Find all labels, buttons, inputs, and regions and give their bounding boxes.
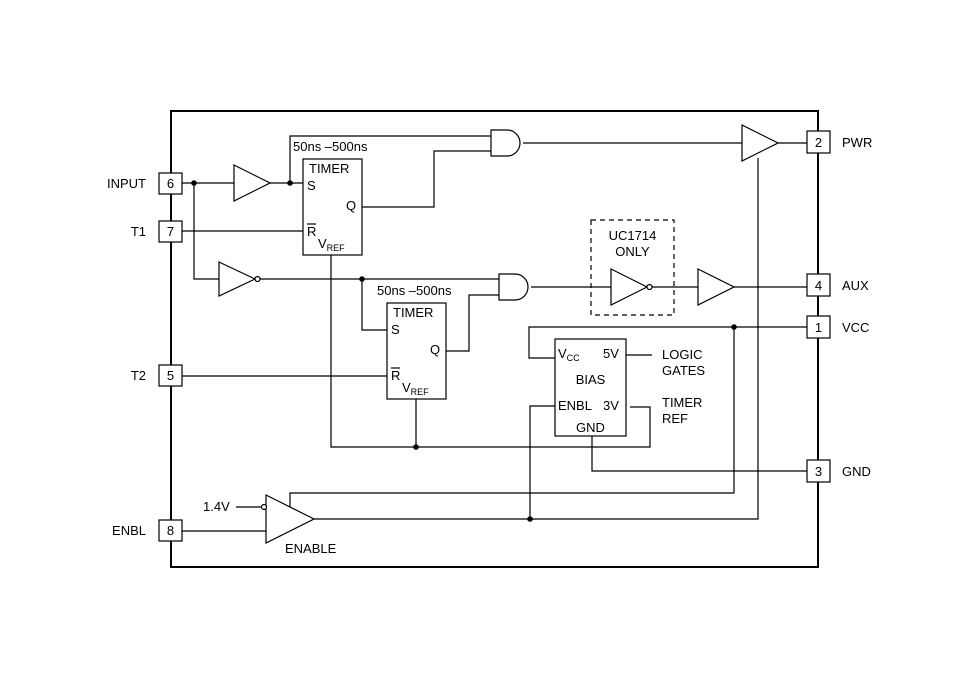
- timer-2-vref: V: [402, 380, 411, 395]
- timer-2-vref-sub: REF: [411, 387, 430, 397]
- pin-aux-number: 4: [815, 278, 822, 293]
- logic-gates-label-2: GATES: [662, 363, 705, 378]
- pin-aux-label: AUX: [842, 278, 869, 293]
- pin-gnd: 3 GND: [806, 459, 871, 483]
- pin-vcc: 1 VCC: [806, 315, 869, 339]
- junctions: [191, 180, 737, 522]
- pin-t2-number: 5: [167, 368, 174, 383]
- pin-input: 6 INPUT: [107, 172, 183, 195]
- chip-boundary: [170, 110, 819, 568]
- svg-text:VCC: VCC: [558, 346, 580, 363]
- timer-1-q: Q: [346, 198, 356, 213]
- uc1714-inverter: [610, 268, 649, 306]
- timer-2-q: Q: [430, 342, 440, 357]
- uc1714-only-label: ONLY: [615, 244, 650, 259]
- aux-buffer: [697, 268, 736, 306]
- timer-1-vref-sub: REF: [327, 243, 346, 253]
- bias-vcc: V: [558, 346, 567, 361]
- pin-enbl: 8 ENBL: [112, 519, 183, 542]
- bias-title: BIAS: [576, 372, 606, 387]
- enable-comparator: 1.4V ENABLE: [203, 494, 337, 556]
- timer-1-set: S: [307, 178, 316, 193]
- enable-vref-label: 1.4V: [203, 499, 230, 514]
- timer-1-delay: 50ns –500ns: [293, 139, 368, 154]
- timer-2-reset: R: [391, 368, 400, 383]
- bias-3v: 3V: [603, 398, 619, 413]
- pin-pwr-number: 2: [815, 135, 822, 150]
- enable-label: ENABLE: [285, 541, 337, 556]
- timer-1-reset: R: [307, 224, 316, 239]
- pin-t1: 7 T1: [131, 220, 183, 243]
- pin-pwr: 2 PWR: [806, 130, 872, 154]
- uc1714-label: UC1714: [609, 228, 657, 243]
- logic-gates-label-1: LOGIC: [662, 347, 702, 362]
- pin-pwr-label: PWR: [842, 135, 872, 150]
- svg-text:VREF: VREF: [402, 380, 429, 397]
- and-gate-pwr: [490, 129, 521, 157]
- pwr-driver: [741, 124, 780, 162]
- bias-5v: 5V: [603, 346, 619, 361]
- input-buffer: [233, 164, 272, 202]
- pin-enbl-number: 8: [167, 523, 174, 538]
- pin-t2: 5 T2: [131, 364, 183, 387]
- pin-input-label: INPUT: [107, 176, 146, 191]
- timer-ref-label-1: TIMER: [662, 395, 702, 410]
- and-gate-aux: [498, 273, 529, 301]
- pin-vcc-label: VCC: [842, 320, 869, 335]
- timer-1: 50ns –500ns TIMER S Q R VREF: [293, 139, 368, 256]
- input-inverter: [218, 261, 261, 297]
- bias-vcc-sub: CC: [567, 353, 580, 363]
- timer-1-vref: V: [318, 236, 327, 251]
- timer-2: 50ns –500ns TIMER S Q R VREF: [377, 283, 452, 400]
- bias-enbl: ENBL: [558, 398, 592, 413]
- timer-2-delay: 50ns –500ns: [377, 283, 452, 298]
- bias-block: VCC 5V BIAS ENBL 3V GND: [554, 338, 627, 437]
- timer-ref-label-2: REF: [662, 411, 688, 426]
- pin-input-number: 6: [167, 176, 174, 191]
- pin-t1-label: T1: [131, 224, 146, 239]
- pin-aux: 4 AUX: [806, 273, 869, 297]
- pin-gnd-number: 3: [815, 464, 822, 479]
- bias-gnd: GND: [576, 420, 605, 435]
- pin-vcc-number: 1: [815, 320, 822, 335]
- timer-2-title: TIMER: [393, 305, 433, 320]
- svg-text:VREF: VREF: [318, 236, 345, 253]
- timer-1-title: TIMER: [309, 161, 349, 176]
- pin-gnd-label: GND: [842, 464, 871, 479]
- uc1714-only-box: UC1714 ONLY: [590, 219, 675, 316]
- timer-2-set: S: [391, 322, 400, 337]
- pin-t2-label: T2: [131, 368, 146, 383]
- pin-t1-number: 7: [167, 224, 174, 239]
- pin-enbl-label: ENBL: [112, 523, 146, 538]
- wires: [182, 135, 807, 532]
